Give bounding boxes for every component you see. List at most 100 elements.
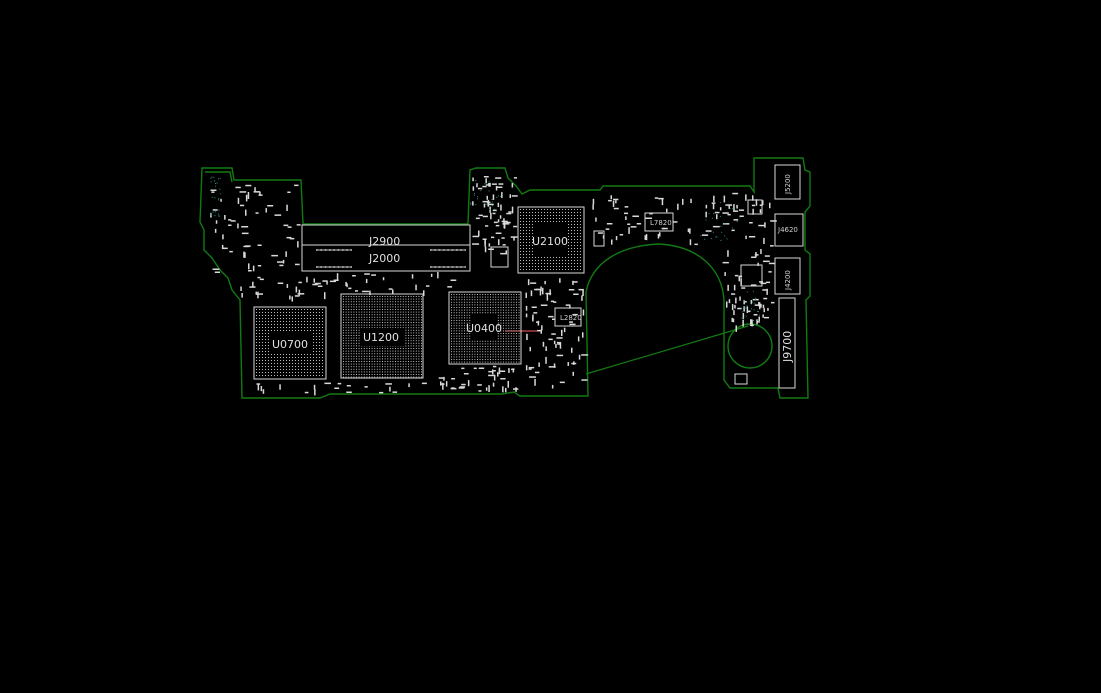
- bga-ball: [497, 361, 499, 363]
- via: [485, 181, 486, 183]
- bga-ball: [343, 335, 344, 336]
- bga-ball: [397, 319, 399, 321]
- bga-ball: [402, 327, 404, 329]
- passive-pad: [505, 221, 511, 224]
- bga-ball: [395, 348, 396, 349]
- bga-ball: [274, 318, 275, 319]
- bga-ball: [529, 224, 530, 225]
- connector-j2000[interactable]: [301, 244, 471, 272]
- bga-ball: [286, 369, 287, 370]
- passive-pad: [747, 310, 751, 313]
- bga-ball: [280, 357, 281, 358]
- bga-ball: [400, 309, 402, 310]
- connector-pin: [449, 266, 451, 268]
- passive-pad: [484, 240, 486, 247]
- bga-ball: [322, 336, 323, 337]
- bga-ball: [505, 361, 507, 363]
- bga-ball: [532, 248, 533, 249]
- bga-ball: [400, 358, 402, 360]
- bga-ball: [379, 327, 381, 329]
- passive-pad: [415, 284, 417, 291]
- bga-ball: [280, 354, 281, 355]
- bga-ball: [376, 322, 378, 323]
- bga-ball: [503, 338, 504, 340]
- bga-ball: [271, 309, 272, 310]
- bga-ball: [384, 306, 386, 308]
- passive-pad: [768, 271, 772, 273]
- bga-ball: [413, 345, 415, 347]
- bga-ball: [532, 224, 533, 225]
- bga-ball: [353, 371, 355, 373]
- bga-ball: [286, 315, 287, 316]
- bga-ball: [471, 343, 473, 345]
- bga-ball: [451, 320, 452, 321]
- bga-ball: [358, 335, 360, 336]
- passive-pad: [240, 286, 242, 291]
- bga-ball: [500, 304, 502, 306]
- chip-small-2[interactable]: [740, 264, 763, 287]
- passive-pad: [488, 370, 493, 373]
- bga-ball: [413, 361, 415, 362]
- chip-small-3[interactable]: [747, 199, 763, 215]
- bga-ball: [379, 301, 381, 303]
- passive-pad: [531, 306, 537, 308]
- bga-ball: [451, 333, 452, 334]
- mounting-hole[interactable]: [727, 323, 773, 369]
- passive-pad: [472, 186, 475, 191]
- bga-ball: [508, 296, 510, 298]
- passive-pad: [312, 283, 318, 286]
- passive-pad: [505, 387, 507, 393]
- bga-ball: [415, 298, 417, 300]
- bga-ball: [392, 368, 394, 370]
- passive-pad: [612, 200, 615, 207]
- bga-ball: [456, 333, 458, 334]
- bga-ball: [471, 312, 473, 314]
- chip-u0700[interactable]: [253, 306, 327, 380]
- bga-ball: [361, 368, 363, 370]
- passive-pad: [287, 226, 292, 228]
- connector-pin: [461, 266, 462, 268]
- chip-small-5[interactable]: [734, 373, 748, 385]
- bga-ball: [532, 257, 533, 258]
- chip-u1200[interactable]: [340, 293, 424, 379]
- bga-ball: [369, 319, 370, 321]
- bga-ball: [568, 248, 569, 249]
- via: [729, 208, 731, 210]
- bga-ball: [350, 374, 352, 375]
- passive-pad: [322, 280, 327, 282]
- connector-j4200[interactable]: [774, 257, 801, 295]
- passive-pad: [739, 215, 744, 217]
- bga-ball: [458, 348, 460, 350]
- chip-u0400[interactable]: [448, 291, 522, 365]
- passive-pad: [495, 177, 502, 179]
- passive-pad: [759, 204, 763, 206]
- bga-ball: [295, 369, 296, 370]
- bga-ball: [574, 230, 575, 231]
- bga-ball: [408, 298, 409, 300]
- bga-ball: [313, 333, 314, 334]
- passive-pad: [723, 195, 726, 203]
- bga-ball: [392, 358, 394, 360]
- bga-ball: [369, 303, 370, 305]
- via: [218, 178, 219, 180]
- chip-u2100[interactable]: [517, 206, 585, 274]
- inductor-l2820[interactable]: [554, 307, 582, 327]
- bga-ball: [353, 324, 355, 326]
- bga-ball: [520, 257, 521, 258]
- connector-j5200[interactable]: [774, 164, 801, 200]
- bga-ball: [313, 318, 314, 319]
- passive-pad: [760, 282, 767, 285]
- bga-ball: [268, 372, 269, 373]
- via: [726, 238, 728, 240]
- bga-ball: [418, 374, 420, 375]
- connector-j4620[interactable]: [774, 213, 804, 247]
- chip-small-1[interactable]: [490, 246, 509, 268]
- bga-ball: [544, 212, 545, 213]
- connector-j9700[interactable]: [778, 297, 796, 389]
- passive-pad: [553, 340, 556, 345]
- bga-ball: [492, 301, 494, 303]
- bga-ball: [513, 353, 515, 355]
- bga-ball: [356, 329, 357, 331]
- bga-ball: [469, 340, 471, 342]
